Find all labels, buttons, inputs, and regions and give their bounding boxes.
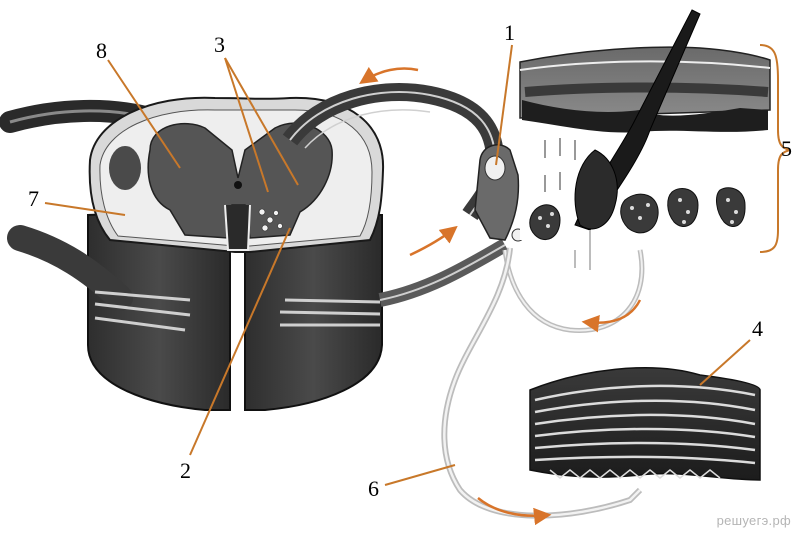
- label-2: 2: [180, 460, 191, 482]
- leader-6: [385, 465, 455, 485]
- watermark: решуегэ.рф: [717, 513, 791, 528]
- receptor-clusters: [530, 188, 745, 240]
- label-5: 5: [781, 138, 792, 160]
- skin-section: [520, 10, 770, 240]
- label-6: 6: [368, 478, 379, 500]
- label-1: 1: [504, 22, 515, 44]
- spinal-cord: [88, 98, 383, 410]
- label-4: 4: [752, 318, 763, 340]
- label-8: 8: [96, 40, 107, 62]
- sensory-fiber: [505, 230, 642, 330]
- label-3: 3: [214, 34, 225, 56]
- muscle: [530, 368, 760, 480]
- label-7: 7: [28, 188, 39, 210]
- central-canal: [234, 181, 242, 189]
- spinal-ganglion: [475, 145, 524, 241]
- sensory-neuron-body: [485, 156, 505, 180]
